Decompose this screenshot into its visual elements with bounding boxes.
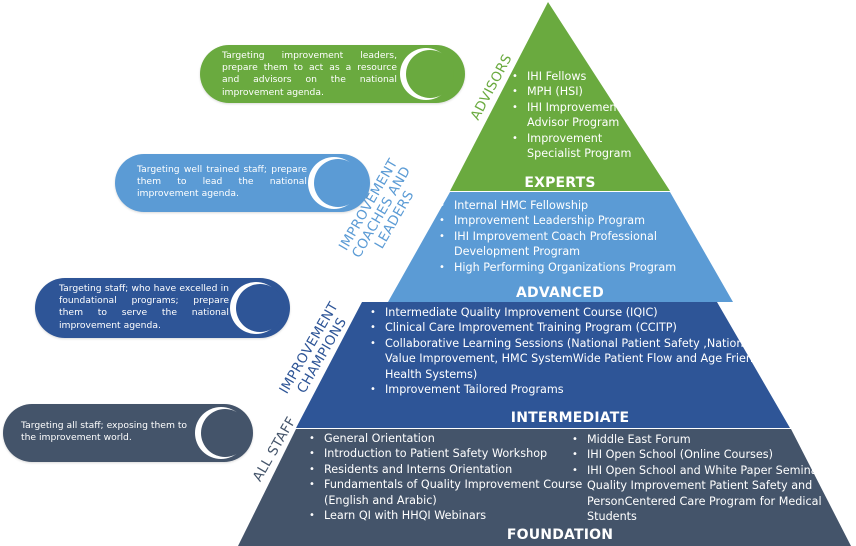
foundation-program-list-left: General Orientation Introduction to Pati… (307, 431, 582, 524)
list-item: MPH (HSI) (510, 84, 631, 100)
foundation-program-list-right: Middle East Forum IHI Open School (Onlin… (570, 432, 822, 524)
pill-circle-decoration (406, 50, 454, 98)
list-item: Collaborative Learning Sessions (Nationa… (368, 336, 753, 352)
list-item-continuation: PersonCentered Care Program for Medical (587, 494, 822, 508)
list-item: High Performing Organizations Program (437, 260, 676, 276)
list-item: Internal HMC Fellowship (437, 198, 676, 214)
list-item: IHI Open School (Online Courses) (570, 447, 822, 463)
list-item: Fundamentals of Quality Improvement Cour… (307, 477, 582, 493)
pill-circle-decoration (314, 159, 362, 207)
level-title-foundation: FOUNDATION (506, 527, 614, 543)
pill-circle-decoration (201, 409, 249, 457)
list-item-continuation: Students (587, 510, 637, 524)
list-item-continuation: Advisor Program (527, 116, 620, 130)
list-item: IHI Open School and White Paper Seminar (570, 463, 822, 479)
list-item: Introduction to Patient Safety Workshop (307, 446, 582, 462)
coaches-program-list: Internal HMC Fellowship Improvement Lead… (437, 198, 676, 275)
list-item: Improvement Leadership Program (437, 213, 676, 229)
list-item: IHI Improvement Coach Professional (437, 229, 676, 245)
list-item: IHI Improvement (510, 100, 631, 116)
list-item-continuation: (English and Arabic) (324, 493, 437, 507)
list-item-continuation: Health Systems) (385, 367, 478, 381)
list-item: Improvement Tailored Programs (368, 382, 753, 397)
pill-circle-decoration (236, 284, 284, 332)
level-title-experts: EXPERTS (524, 175, 596, 191)
level-title-advanced: ADVANCED (516, 285, 604, 301)
description-text: Targeting well trained staff; prepare th… (137, 164, 307, 200)
list-item-continuation: Quality Improvement Patient Safety and (587, 479, 813, 493)
description-pill-champions: Targeting staff; who have excelled in fo… (35, 278, 290, 338)
list-item: General Orientation (307, 431, 582, 447)
description-pill-coaches: Targeting well trained staff; prepare th… (115, 154, 370, 212)
advisors-program-list: IHI Fellows MPH (HSI) IHI Improvement Ad… (510, 69, 631, 161)
list-item: Residents and Interns Orientation (307, 462, 582, 478)
list-item-continuation: Value Improvement, HMC SystemWide Patien… (385, 352, 753, 366)
champions-program-list: Intermediate Quality Improvement Course … (368, 305, 753, 397)
description-text: Targeting improvement leaders, prepare t… (222, 50, 397, 98)
description-text: Targeting staff; who have excelled in fo… (59, 283, 229, 331)
list-item: Intermediate Quality Improvement Course … (368, 305, 753, 321)
description-pill-all-staff: Targeting all staff; exposing them to th… (3, 404, 253, 462)
list-item: Clinical Care Improvement Training Progr… (368, 320, 753, 336)
list-item: Improvement (510, 131, 631, 147)
list-item: Middle East Forum (570, 432, 822, 448)
level-title-intermediate: INTERMEDIATE (510, 410, 630, 426)
list-item: Learn QI with HHQI Webinars (307, 508, 582, 524)
list-item: IHI Fellows (510, 69, 631, 85)
list-item-continuation: Specialist Program (527, 147, 632, 161)
description-pill-advisors: Targeting improvement leaders, prepare t… (200, 45, 465, 103)
description-text: Targeting all staff; exposing them to th… (21, 420, 188, 444)
list-item-continuation: Development Program (454, 245, 581, 259)
